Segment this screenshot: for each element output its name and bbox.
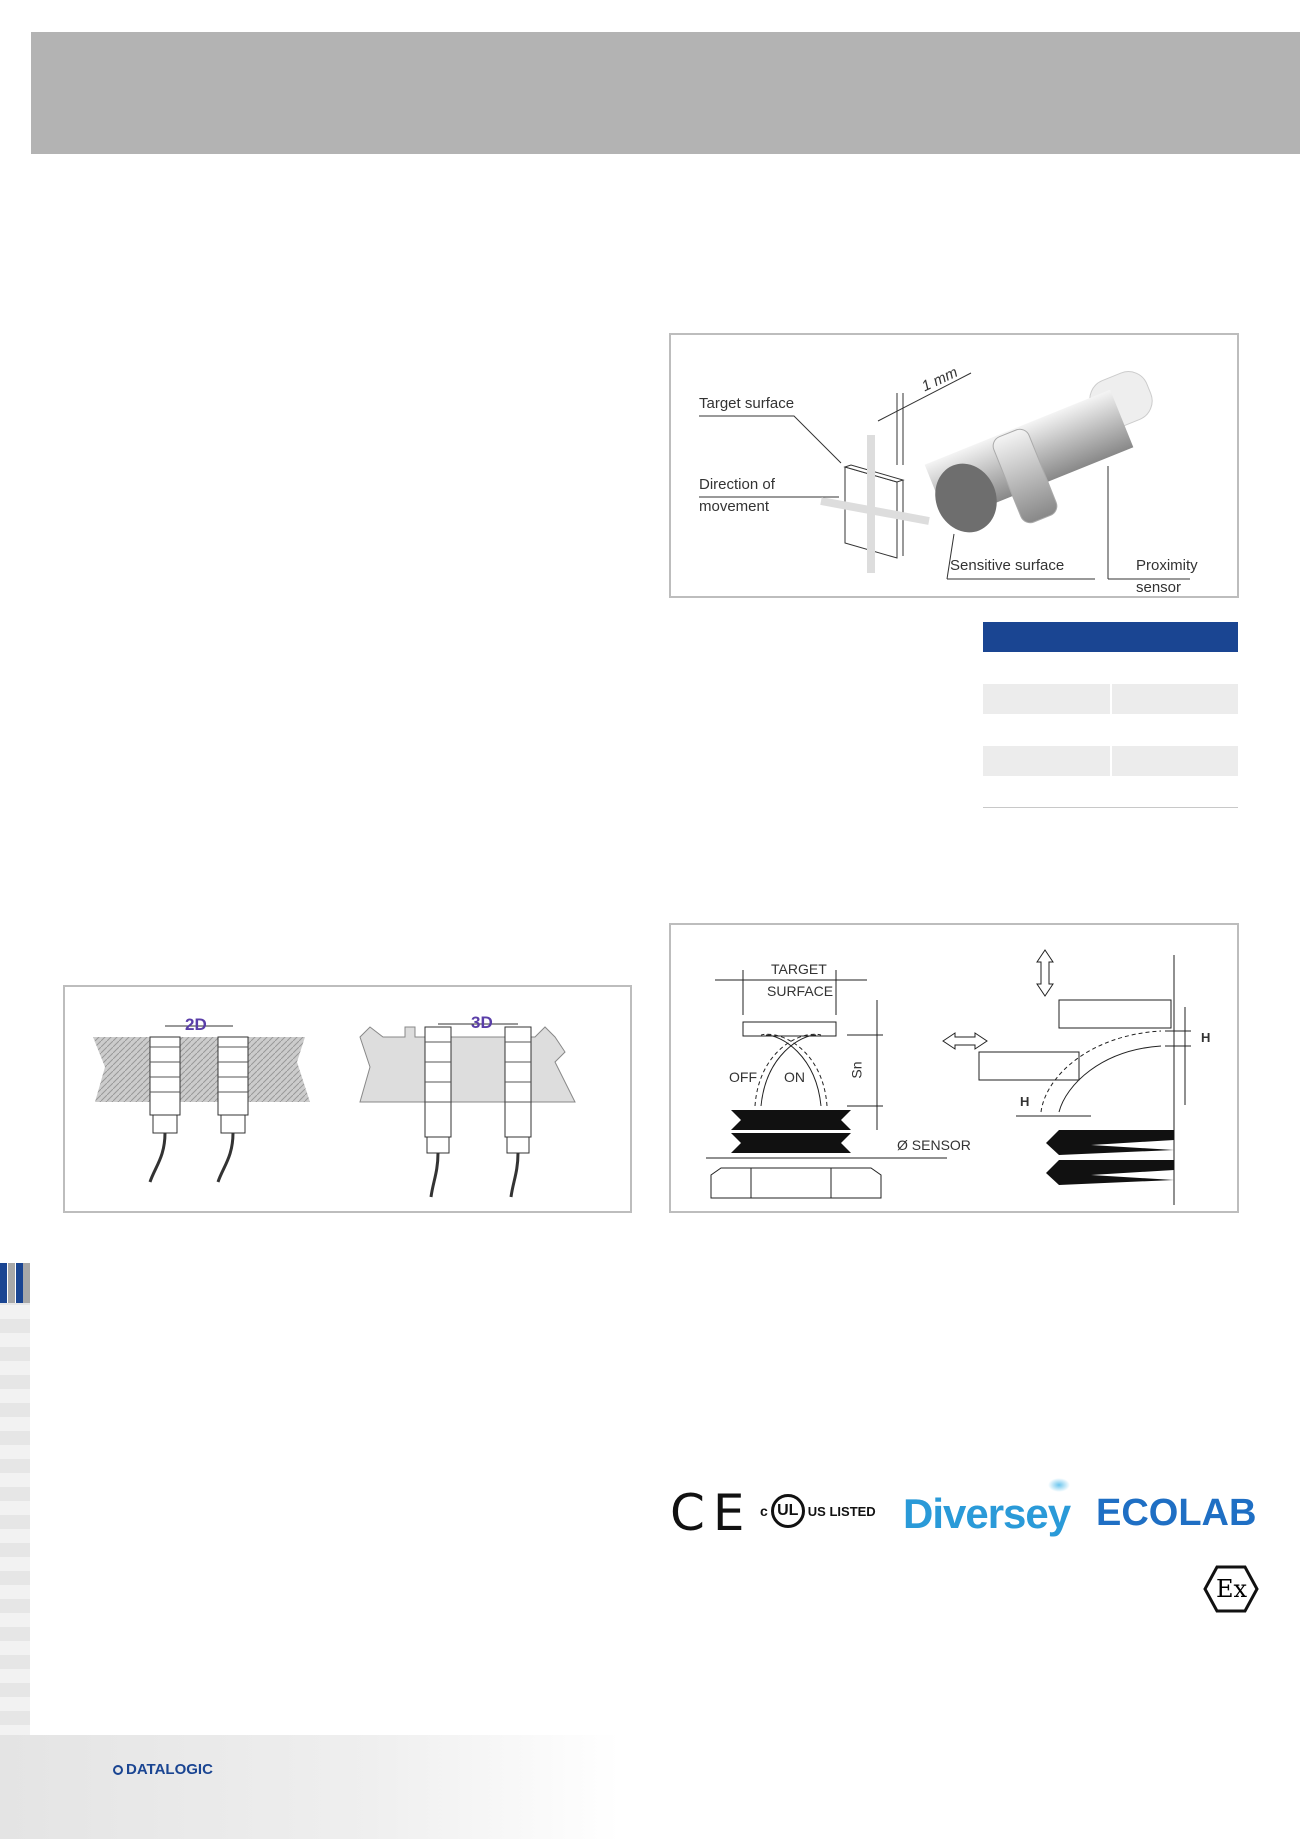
- table-row: [983, 746, 1238, 776]
- hysteresis-illustration: [706, 949, 1191, 1205]
- diversey-logo: Diversey: [903, 1490, 1071, 1537]
- mounting-spacing-diagram: 2D 3D: [63, 985, 632, 1213]
- decorative-pattern-strip: [0, 1303, 30, 1753]
- mounting-illustration: [93, 1023, 576, 1198]
- header-bar: [31, 32, 1300, 154]
- ecolab-logo: ECOLAB: [1096, 1492, 1257, 1534]
- off-label: OFF: [729, 1069, 757, 1085]
- stripe-gray: [8, 1263, 15, 1303]
- stripe-gray: [23, 1263, 30, 1303]
- stripe-blue: [0, 1263, 7, 1303]
- datalogic-wordmark: DATALOGIC: [126, 1761, 213, 1778]
- direction-label-1: Direction of: [699, 476, 775, 493]
- on-label: ON: [784, 1069, 805, 1085]
- table-row: [983, 684, 1238, 714]
- diversey-flower-icon: [1048, 1478, 1070, 1492]
- sn-label: Sn: [848, 1061, 865, 1079]
- target-label-2: SURFACE: [767, 983, 834, 999]
- hysteresis-diagram: TARGET SURFACE OFF ON Sn Ø SENSOR H H: [669, 923, 1239, 1213]
- sensor-diameter-label: Ø SENSOR: [897, 1137, 971, 1153]
- ul-c-label: c: [760, 1503, 768, 1519]
- target-label-1: TARGET: [771, 961, 827, 977]
- stripe-blue: [16, 1263, 23, 1303]
- ul-logo: UL: [770, 1494, 805, 1528]
- ce-mark: CE: [670, 1484, 753, 1542]
- hexagon-icon: [1203, 1565, 1259, 1613]
- target-surface-label: Target surface: [699, 395, 795, 412]
- proximity-label-2: sensor: [1136, 579, 1182, 596]
- direction-label-2: movement: [699, 498, 770, 515]
- proximity-label-1: Proximity: [1136, 557, 1198, 574]
- flush-spacing-label: 2D: [185, 1015, 207, 1034]
- sensitive-surface-label: Sensitive surface: [950, 557, 1065, 574]
- decorative-footer-band: [0, 1735, 620, 1839]
- ul-listed-label: US LISTED: [807, 1503, 876, 1519]
- datalogic-icon: [113, 1764, 123, 1775]
- sensor-target-diagram: Target surface Direction of movement 1 m…: [669, 333, 1239, 598]
- datalogic-logo: DATALOGIC: [113, 1761, 213, 1778]
- table-header: [983, 622, 1238, 652]
- atex-ex-mark: Ex: [1203, 1565, 1259, 1613]
- h-label-horizontal: H: [1020, 1094, 1030, 1109]
- sensor-illustration: [699, 371, 1190, 580]
- table-divider: [983, 807, 1238, 808]
- ul-listed-mark: c UL US LISTED: [760, 1494, 876, 1528]
- h-label-vertical: H: [1201, 1030, 1211, 1045]
- nonflush-spacing-label: 3D: [471, 1013, 493, 1032]
